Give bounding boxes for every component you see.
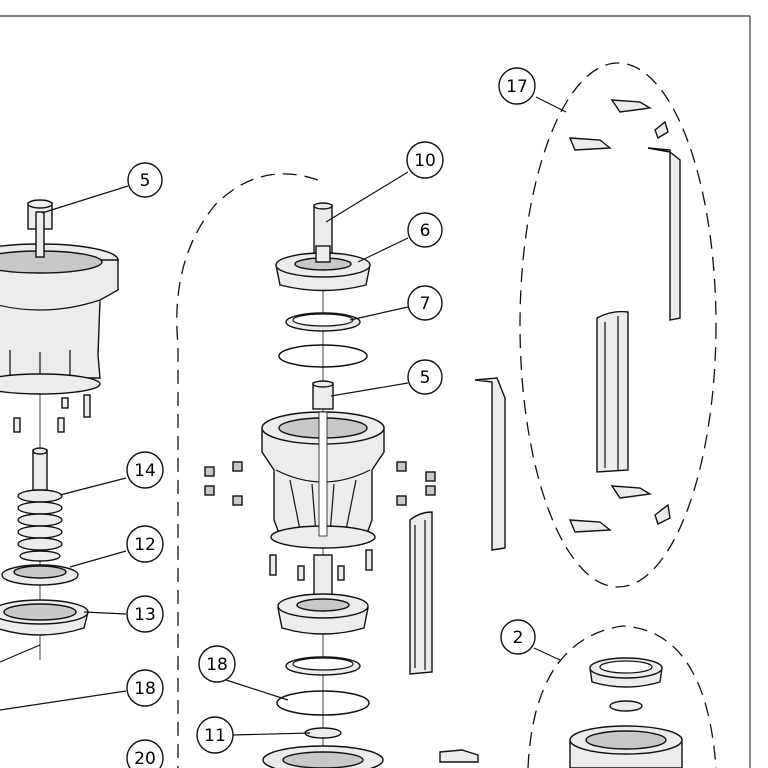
svg-text:12: 12 — [134, 535, 156, 555]
group-2-parts — [569, 657, 683, 768]
center-assembly — [176, 173, 506, 768]
center-upper-impeller — [275, 245, 371, 292]
group-17-clips — [568, 99, 671, 533]
center-bowl — [261, 411, 385, 549]
svg-text:14: 14 — [134, 461, 156, 481]
left-diffuser-housing — [0, 211, 119, 395]
group-17 — [519, 62, 717, 588]
callout-6: 6 — [407, 212, 443, 248]
center-nuts — [204, 461, 436, 506]
center-sleeve — [312, 380, 334, 410]
svg-text:18: 18 — [134, 679, 156, 699]
callout-5-center: 5 — [407, 359, 443, 395]
callout-18-left: 18 — [126, 669, 164, 707]
callout-20: 20 — [126, 739, 164, 768]
center-bolts — [269, 549, 373, 581]
callout-18-center: 18 — [198, 645, 236, 683]
group-2 — [527, 625, 717, 768]
callout-14: 14 — [126, 451, 164, 489]
left-spring — [17, 489, 63, 562]
leader-lines — [0, 96, 567, 736]
center-washer — [262, 727, 384, 768]
center-ring-7 — [278, 312, 368, 368]
left-wear-ring — [0, 599, 89, 636]
left-bolts — [13, 394, 91, 433]
center-brackets — [439, 749, 479, 763]
callout-17: 17 — [498, 67, 536, 105]
svg-text:7: 7 — [420, 294, 431, 314]
group-17-panels — [596, 147, 681, 473]
callout-2: 2 — [500, 619, 536, 655]
left-shaft — [32, 447, 48, 491]
svg-text:20: 20 — [134, 749, 156, 768]
center-lower-rings — [276, 656, 370, 716]
center-lower-impeller — [277, 554, 369, 635]
callout-11: 11 — [196, 716, 234, 754]
svg-text:18: 18 — [206, 655, 228, 675]
center-dashed-guide — [176, 173, 319, 768]
svg-text:13: 13 — [134, 605, 156, 625]
svg-text:5: 5 — [140, 171, 151, 191]
drawing-frame — [0, 15, 751, 768]
svg-text:10: 10 — [414, 151, 436, 171]
center-strainer-panels — [409, 377, 506, 675]
svg-text:11: 11 — [204, 726, 226, 746]
left-impeller-disk — [1, 564, 79, 586]
callout-10: 10 — [406, 141, 444, 179]
svg-text:6: 6 — [420, 221, 431, 241]
svg-text:2: 2 — [513, 628, 524, 648]
callout-7: 7 — [407, 285, 443, 321]
callout-5-left: 5 — [127, 162, 163, 198]
svg-text:17: 17 — [506, 77, 528, 97]
svg-text:5: 5 — [420, 368, 431, 388]
callout-12: 12 — [126, 525, 164, 563]
group-2-outline — [527, 625, 717, 768]
left-assembly — [0, 199, 119, 663]
group-17-outline — [519, 62, 717, 588]
callout-13: 13 — [126, 595, 164, 633]
